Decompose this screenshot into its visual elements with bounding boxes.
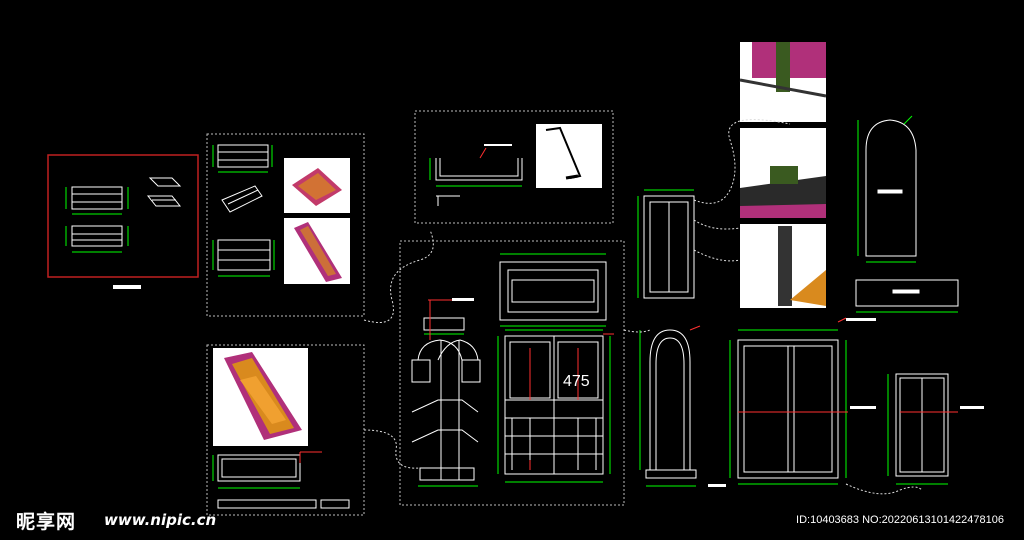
- panel-elevations: [639, 115, 984, 495]
- panel-shelf-views: [206, 133, 365, 317]
- watermark-url: www.nipic.cn: [104, 511, 217, 529]
- panel-tray: [206, 344, 365, 516]
- watermark-logo: 昵享网: [16, 511, 77, 533]
- panel-main-rack: [399, 240, 625, 506]
- connector-curves: [363, 229, 651, 469]
- panel-red-detail: [47, 154, 199, 289]
- watermark-id: ID:10403683 NO:20220613101422478106: [796, 514, 1004, 526]
- dimension-label-475: 475: [563, 373, 590, 390]
- panel-frame-details: [637, 42, 827, 308]
- panel-bracket: [414, 110, 614, 224]
